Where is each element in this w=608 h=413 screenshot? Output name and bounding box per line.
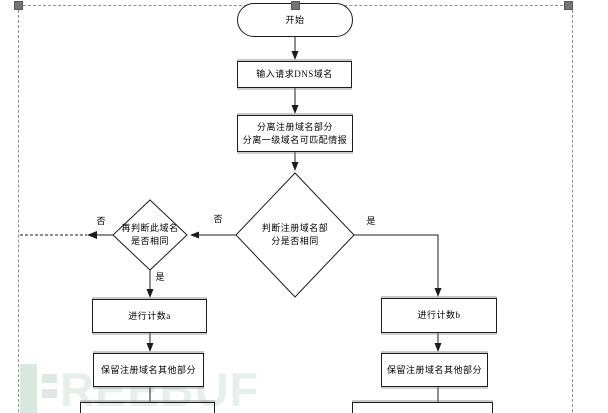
separate-line2: 分离一级域名可匹配情报 [242, 134, 348, 145]
decision-diamond-second[interactable] [112, 199, 188, 271]
separate-line1: 分离注册域名部分 [256, 121, 333, 132]
input-dns-label: 输入请求DNS域名 [256, 69, 333, 79]
decision-second-line1: 再判断此域名 [121, 223, 179, 233]
edge-label-yes-main: 是 [364, 215, 378, 227]
freebuf-logo-bars-icon [42, 364, 57, 413]
decision-main-line1: 判断注册域名部 [261, 223, 329, 233]
edge-label-no-second: 否 [94, 215, 108, 227]
keep-other-left-node[interactable]: 保留注册域名其他部分 [93, 353, 204, 387]
edge-label-yes-second: 是 [153, 271, 167, 283]
connector-decision-yes-to-count-b [354, 234, 442, 297]
count-b-node[interactable]: 进行计数b [381, 298, 497, 333]
decision-diamond-main[interactable] [235, 172, 355, 298]
selection-handle-top-right-icon[interactable] [564, 1, 573, 10]
separate-domain-node[interactable]: 分离注册域名部分 分离一级域名可匹配情报 [237, 115, 353, 152]
input-dns-node[interactable]: 输入请求DNS域名 [237, 61, 352, 88]
next-step-right-node[interactable] [352, 402, 493, 413]
freebuf-logo-icon [20, 364, 37, 413]
next-step-left-node[interactable] [80, 402, 215, 413]
edge-label-no-main: 否 [211, 213, 225, 225]
count-a-node[interactable]: 进行计数a [92, 299, 207, 333]
decision-main-text: 判断注册域名部 分是否相同 [236, 173, 354, 297]
start-label: 开始 [285, 14, 305, 25]
keep-other-left-label: 保留注册域名其他部分 [100, 364, 196, 375]
exit-arrowhead-icon [87, 231, 97, 239]
count-b-label: 进行计数b [417, 310, 461, 320]
count-a-label: 进行计数a [128, 310, 171, 321]
selection-handle-top-left-icon[interactable] [14, 1, 23, 10]
decision-second-line2: 是否相同 [130, 236, 169, 246]
decision-second-text: 再判断此域名 是否相同 [113, 200, 187, 270]
decision-main-line2: 分是否相同 [271, 236, 319, 246]
selection-handle-top-center-icon[interactable] [291, 1, 300, 10]
keep-other-right-node[interactable]: 保留注册域名其他部分 [381, 353, 488, 387]
keep-other-right-label: 保留注册域名其他部分 [386, 364, 482, 375]
